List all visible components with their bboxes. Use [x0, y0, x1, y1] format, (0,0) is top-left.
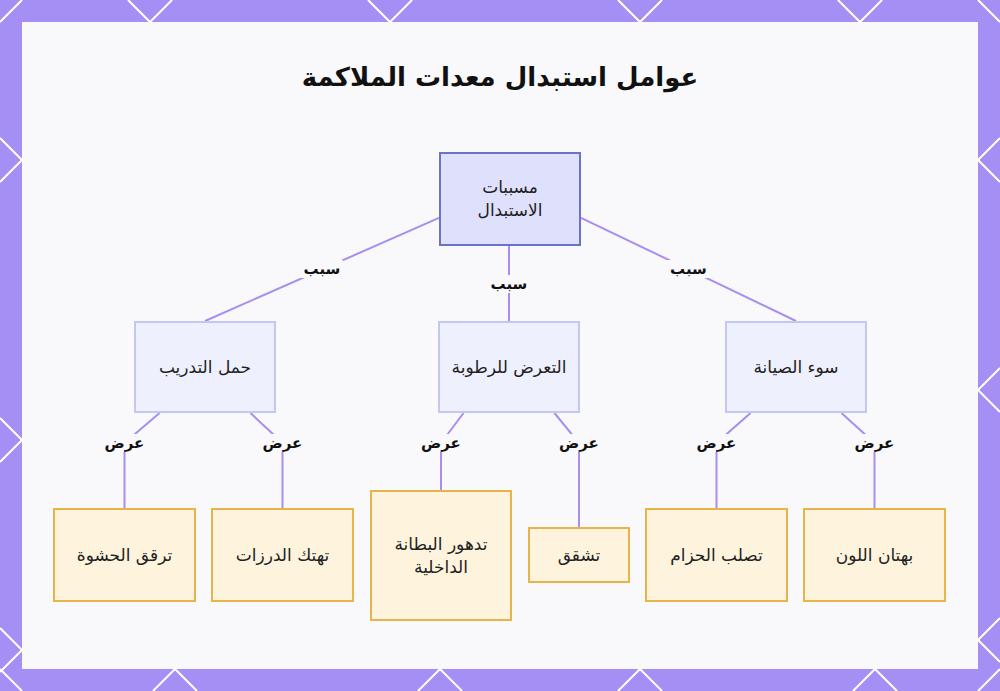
- symptom-box: تشقق: [528, 527, 630, 583]
- symptom-box: بهتان اللون: [803, 508, 946, 602]
- title: عوامل استبدال معدات الملاكمة: [100, 62, 900, 92]
- node-text: ترقق الحشوة: [77, 544, 173, 567]
- node-text: مسببات الاستبدال: [451, 176, 569, 222]
- node-text: تصلب الحزام: [670, 544, 763, 567]
- root-box: مسببات الاستبدال: [439, 152, 581, 246]
- node-text: حمل التدريب: [159, 356, 251, 379]
- edge-label: سبب: [301, 260, 344, 278]
- edge-label: عرض: [852, 434, 898, 452]
- symptom-box: تصلب الحزام: [645, 508, 788, 602]
- connector: [581, 218, 796, 321]
- connector: [717, 413, 751, 508]
- node-text: تدهور البطانة الداخلية: [382, 533, 500, 579]
- edge-label: سبب: [488, 275, 531, 293]
- connector: [205, 218, 439, 321]
- connector: [554, 413, 579, 527]
- connector: [841, 413, 874, 508]
- node-text: تشقق: [558, 544, 601, 567]
- node-text: سوء الصيانة: [753, 356, 838, 379]
- edge-label: عرض: [260, 434, 306, 452]
- connector: [125, 413, 160, 508]
- edge-label: عرض: [694, 434, 740, 452]
- connector: [250, 413, 282, 508]
- node-text: تهتك الدرزات: [236, 544, 329, 567]
- node-text: التعرض للرطوبة: [452, 356, 567, 379]
- node-text: بهتان اللون: [836, 544, 914, 567]
- edge-label: سبب: [667, 260, 710, 278]
- edge-label: عرض: [102, 434, 148, 452]
- canvas-panel: [22, 22, 978, 669]
- cause-box: سوء الصيانة: [725, 321, 867, 413]
- cause-box: حمل التدريب: [134, 321, 276, 413]
- cause-box: التعرض للرطوبة: [438, 321, 580, 413]
- symptom-box: تهتك الدرزات: [211, 508, 354, 602]
- edge-label: عرض: [418, 434, 464, 452]
- symptom-box: ترقق الحشوة: [53, 508, 196, 602]
- edge-label: عرض: [556, 434, 602, 452]
- symptom-box: تدهور البطانة الداخلية: [370, 490, 512, 621]
